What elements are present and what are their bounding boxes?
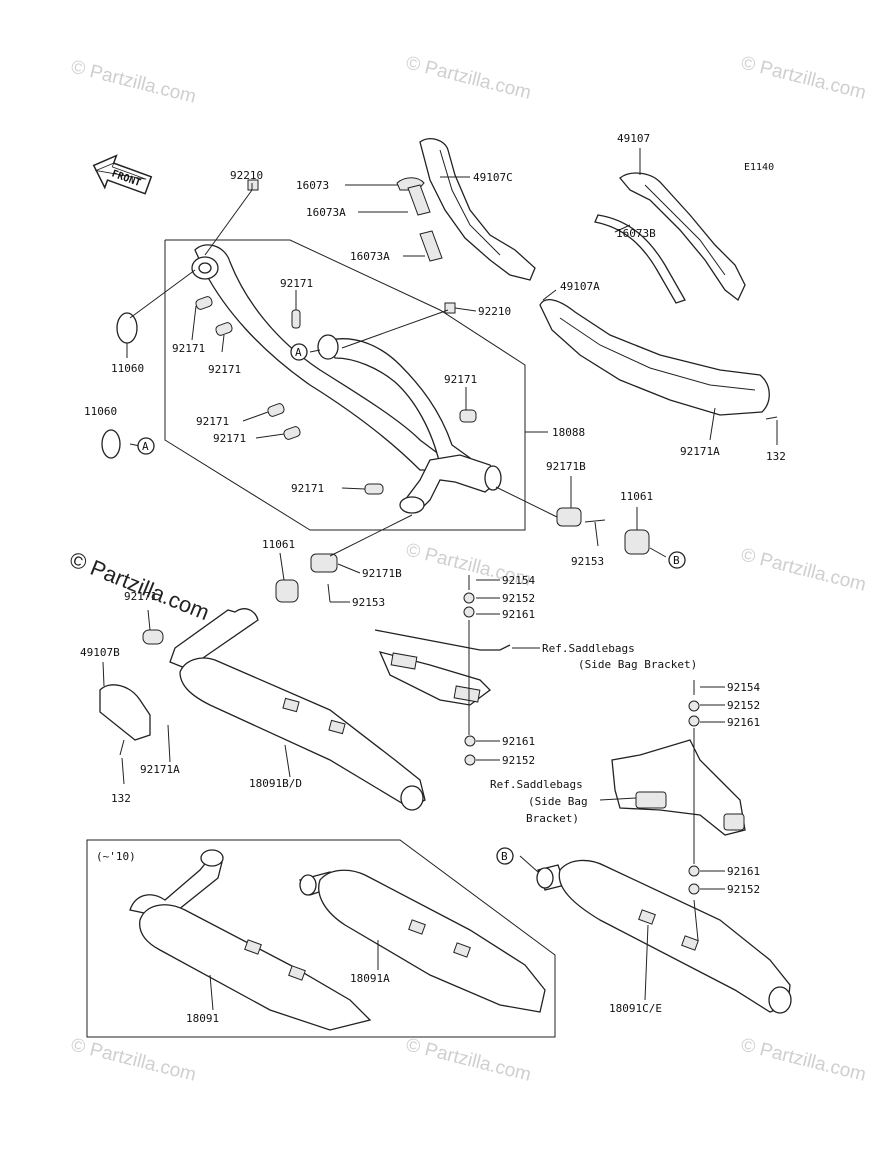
ref-text: Ref.Saddlebags <box>542 642 635 655</box>
part-label: 92161 <box>502 608 535 621</box>
watermark: © Partzilla.com <box>404 52 533 103</box>
part-label: 49107A <box>560 280 600 293</box>
part-label: 92153 <box>571 555 604 568</box>
part-label: 92154 <box>727 681 760 694</box>
part-label: 92171 <box>172 342 205 355</box>
bolts <box>119 416 778 756</box>
watermark: © Partzilla.com <box>69 1034 198 1085</box>
part-label: 11060 <box>111 362 144 375</box>
part-label: 11061 <box>620 490 653 503</box>
part-label: 92171 <box>444 373 477 386</box>
tip-49107b <box>99 684 151 741</box>
part-label: 16073A <box>306 206 346 219</box>
gaskets-11060 <box>101 312 138 459</box>
part-label: 92171A <box>140 763 180 776</box>
part-label: 92171B <box>546 460 586 473</box>
muffler-18091bd <box>169 608 426 811</box>
ref-text: (Side Bag <box>528 795 588 808</box>
front-arrow-icon: FRONT <box>92 154 153 195</box>
part-label: 11060 <box>84 405 117 418</box>
ref-b-label: B <box>501 850 508 863</box>
clamps <box>142 179 582 645</box>
ref-b-label: B <box>673 554 680 567</box>
ref-saddlebags-1: Ref.Saddlebags (Side Bag Bracket) <box>542 642 697 671</box>
watermark: © Partzilla.com <box>404 1034 533 1085</box>
part-label: 92171 <box>196 415 229 428</box>
part-label: 18091C/E <box>609 1002 662 1015</box>
watermark: © Partzilla.com <box>69 56 198 107</box>
ref-text: Bracket) <box>526 812 579 825</box>
part-label: 49107 <box>617 132 650 145</box>
part-label: 92154 <box>502 574 535 587</box>
part-label: 92161 <box>502 735 535 748</box>
part-label: 18091A <box>350 972 390 985</box>
watermark-overlay: © Partzilla.com <box>66 546 213 625</box>
part-label: 92171A <box>680 445 720 458</box>
part-label: 49107B <box>80 646 120 659</box>
rings-11061 <box>275 529 650 603</box>
header-pipe-front <box>191 244 446 471</box>
pipe-frame-18088 <box>164 239 526 531</box>
part-label: 92161 <box>727 865 760 878</box>
pad-16073a <box>407 184 443 262</box>
part-label: 92171 <box>280 277 313 290</box>
ref-text: (Side Bag Bracket) <box>578 658 697 671</box>
part-label: 16073B <box>616 227 656 240</box>
circle-ref-a: A A <box>137 343 308 455</box>
part-label: 92161 <box>727 716 760 729</box>
heat-shield-49107a <box>539 299 770 416</box>
part-label: 92171B <box>362 567 402 580</box>
part-label: 132 <box>111 792 131 805</box>
part-labels: 92210 16073 16073A 16073A 49107C 49107 1… <box>80 132 786 1025</box>
part-label: 92152 <box>502 592 535 605</box>
part-label: 92152 <box>727 699 760 712</box>
diagram-code: E1140 <box>744 162 774 173</box>
watermark: © Partzilla.com <box>739 544 868 595</box>
part-label: 49107C <box>473 171 513 184</box>
part-label: 11061 <box>262 538 295 551</box>
part-label: 132 <box>766 450 786 463</box>
part-label: 92152 <box>502 754 535 767</box>
leader-lines <box>102 148 778 1011</box>
saddlebag-bracket-1 <box>374 592 511 766</box>
part-label: 92171 <box>213 432 246 445</box>
part-label: 16073A <box>350 250 390 263</box>
inset-box <box>86 839 556 1038</box>
saddlebag-bracket-2 <box>611 700 746 895</box>
ref-saddlebags-2: Ref.Saddlebags (Side Bag Bracket) <box>490 778 588 825</box>
part-label: 18091 <box>186 1012 219 1025</box>
part-label: 92210 <box>478 305 511 318</box>
part-label: 92171 <box>124 590 157 603</box>
heat-shield-49107c <box>419 138 536 281</box>
inset-note: (~'10) <box>96 850 136 863</box>
part-label: 92210 <box>230 169 263 182</box>
heat-shield-49107 <box>619 172 746 302</box>
y-junction <box>399 454 502 514</box>
ref-a-label: A <box>142 440 149 453</box>
part-label: 92171 <box>291 482 324 495</box>
part-label: 92153 <box>352 596 385 609</box>
ref-text: Ref.Saddlebags <box>490 778 583 791</box>
ref-a-label: A <box>295 346 302 359</box>
part-label: 18088 <box>552 426 585 439</box>
muffler-18091ce <box>536 859 792 1014</box>
part-label: 92152 <box>727 883 760 896</box>
part-label: 16073 <box>296 179 329 192</box>
part-label: 18091B/D <box>249 777 302 790</box>
watermark: © Partzilla.com <box>739 1034 868 1085</box>
watermark: © Partzilla.com <box>739 52 868 103</box>
circle-ref-b: B B <box>496 551 686 865</box>
part-label: 92171 <box>208 363 241 376</box>
